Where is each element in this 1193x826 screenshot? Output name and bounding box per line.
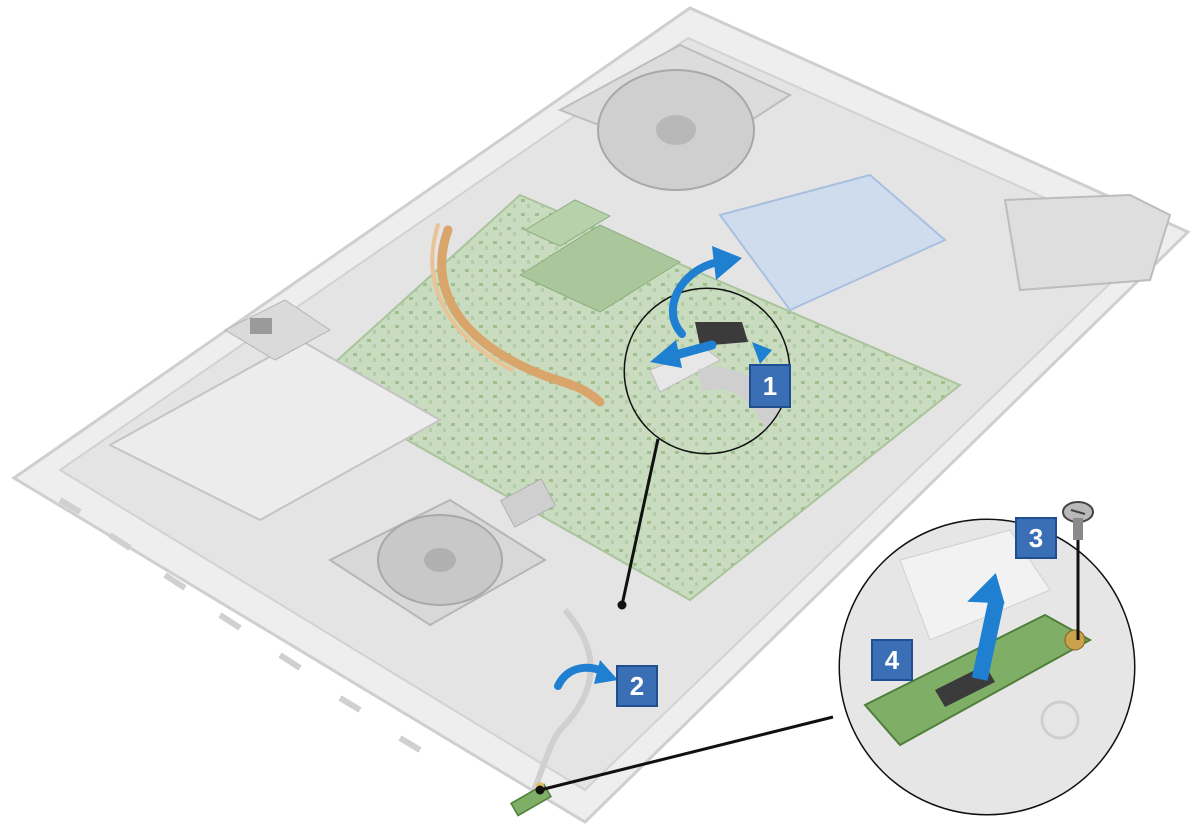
io-bracket [1003, 193, 1172, 292]
callout-power-button-board [838, 501, 1136, 816]
step-callout-1: 1 [749, 364, 791, 408]
step-callout-2: 2 [616, 665, 658, 707]
callout-cable-connector [623, 246, 791, 455]
cable-connector [695, 322, 748, 346]
step-label-4: 4 [885, 645, 900, 675]
curved-arrow-icon [668, 258, 722, 338]
step-label-3: 3 [1029, 523, 1043, 553]
psu-fan [327, 498, 547, 627]
latch-arrow-icon [752, 342, 772, 364]
step-label-2: 2 [630, 671, 644, 701]
chassis-ribs [58, 497, 422, 753]
system-fan [557, 43, 793, 191]
screw-hole [1064, 629, 1086, 651]
hard-drive-cage [718, 173, 947, 312]
up-arrow-icon [967, 573, 1005, 681]
enlarged-cable [899, 529, 1051, 641]
heat-sink [499, 478, 557, 528]
leader-line-top [620, 438, 660, 606]
screw-icon [1062, 501, 1094, 640]
power-button-cable [525, 608, 594, 806]
memory-module [518, 224, 682, 313]
step-callout-3: 3 [1015, 517, 1057, 559]
leader-lines [535, 438, 834, 795]
power-connector [250, 318, 272, 334]
leader-line-bottom [539, 715, 834, 792]
step-callout-4: 4 [871, 639, 913, 681]
power-supply-unit [107, 299, 443, 522]
heat-pipe [430, 223, 605, 407]
step-label-1: 1 [763, 371, 777, 401]
wlan-card [523, 199, 612, 247]
